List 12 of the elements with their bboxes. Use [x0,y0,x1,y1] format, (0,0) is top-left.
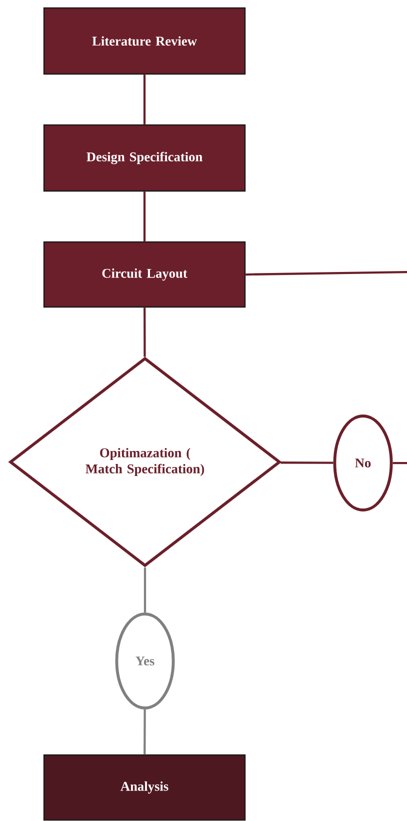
process-box: Circuit Layout [43,241,246,308]
connector-line [144,567,146,613]
connector-line [280,462,334,464]
connector-line [246,270,407,276]
process-box: Literature Review [43,7,246,75]
process-box: Analysis [43,754,246,821]
connector-line [143,192,146,242]
connector-line [144,308,146,357]
connector-line [392,462,407,464]
process-box: Design Specification [43,124,246,192]
connector-line [143,74,146,124]
connector-line [144,709,146,754]
